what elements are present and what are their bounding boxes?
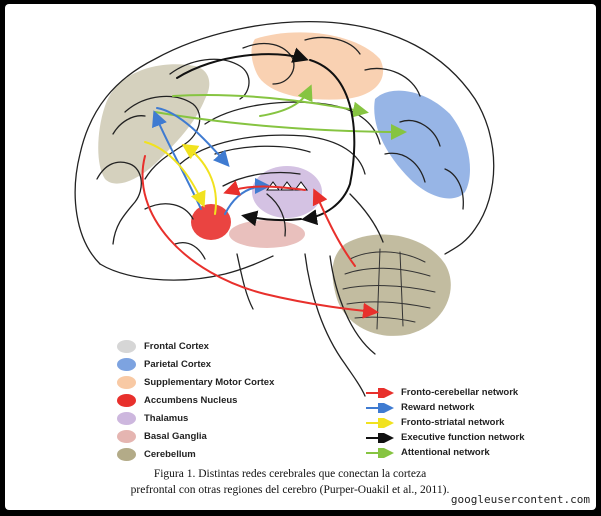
figure-panel: Frontal Cortex Parietal Cortex Supplemen… [5, 4, 596, 510]
legend-label-parietal-cortex: Parietal Cortex [144, 359, 212, 370]
fronto-cerebellar-arrow-3 [223, 180, 306, 196]
basal-ganglia-region [229, 220, 305, 248]
cerebellum-region [332, 234, 451, 336]
watermark: googleusercontent.com [450, 493, 590, 506]
arrow-icon-executive-function [366, 433, 394, 443]
figure-caption: Figura 1. Distintas redes cerebrales que… [110, 466, 470, 498]
fronto-striatal-arrow-1 [144, 141, 206, 208]
network-arrows [141, 47, 407, 319]
swatch-supplementary-motor-cortex [117, 376, 136, 389]
swatch-cerebellum [117, 448, 136, 461]
legend-label-reward: Reward network [401, 402, 475, 413]
accumbens-nucleus-region [191, 204, 231, 240]
arrow-icon-fronto-striatal [366, 418, 394, 428]
reward-arrow-3 [156, 107, 230, 168]
caption-line-2: prefrontal con otras regiones del cerebr… [130, 484, 450, 496]
arrow-icon-reward [366, 403, 394, 413]
executive-arrow-1 [176, 47, 309, 79]
attentional-arrow-2 [154, 111, 407, 140]
legend-label-supplementary-motor-cortex: Supplementary Motor Cortex [144, 377, 275, 388]
legend-label-frontal-cortex: Frontal Cortex [144, 341, 209, 352]
arrow-icon-attentional [366, 448, 394, 458]
caption-line-1: Figura 1. Distintas redes cerebrales que… [153, 468, 427, 480]
attentional-arrow-1 [172, 93, 369, 118]
executive-arrow-3 [241, 210, 302, 227]
region-highlights [98, 32, 470, 336]
swatch-parietal-cortex [117, 358, 136, 371]
arrow-icon-fronto-cerebellar [366, 388, 394, 398]
swatch-accumbens-nucleus [117, 394, 136, 407]
attentional-arrow-3 [259, 84, 313, 117]
brain-diagram [74, 20, 495, 397]
legend-label-attentional: Attentional network [401, 447, 490, 458]
legend-label-fronto-striatal: Fronto-striatal network [401, 417, 505, 428]
legend-label-executive-function: Executive function network [401, 432, 525, 443]
swatch-thalamus [117, 412, 136, 425]
legend-label-fronto-cerebellar: Fronto-cerebellar network [401, 387, 519, 398]
executive-arrow-2 [301, 59, 356, 226]
cerebellum-folia [342, 248, 436, 330]
swatch-basal-ganglia [117, 430, 136, 443]
legend-label-cerebellum: Cerebellum [144, 449, 196, 460]
fronto-striatal-arrow-2 [181, 143, 217, 215]
fronto-cerebellar-arrow-1 [141, 155, 379, 319]
legend-label-basal-ganglia: Basal Ganglia [144, 431, 207, 442]
legend-label-thalamus: Thalamus [144, 413, 189, 424]
fronto-cerebellar-arrow-2 [312, 188, 356, 267]
swatch-frontal-cortex [117, 340, 136, 353]
frontal-cortex-region [98, 64, 210, 184]
parietal-cortex-region [374, 90, 470, 199]
legend-label-accumbens-nucleus: Accumbens Nucleus [144, 395, 238, 406]
supplementary-motor-cortex-region [251, 32, 384, 100]
